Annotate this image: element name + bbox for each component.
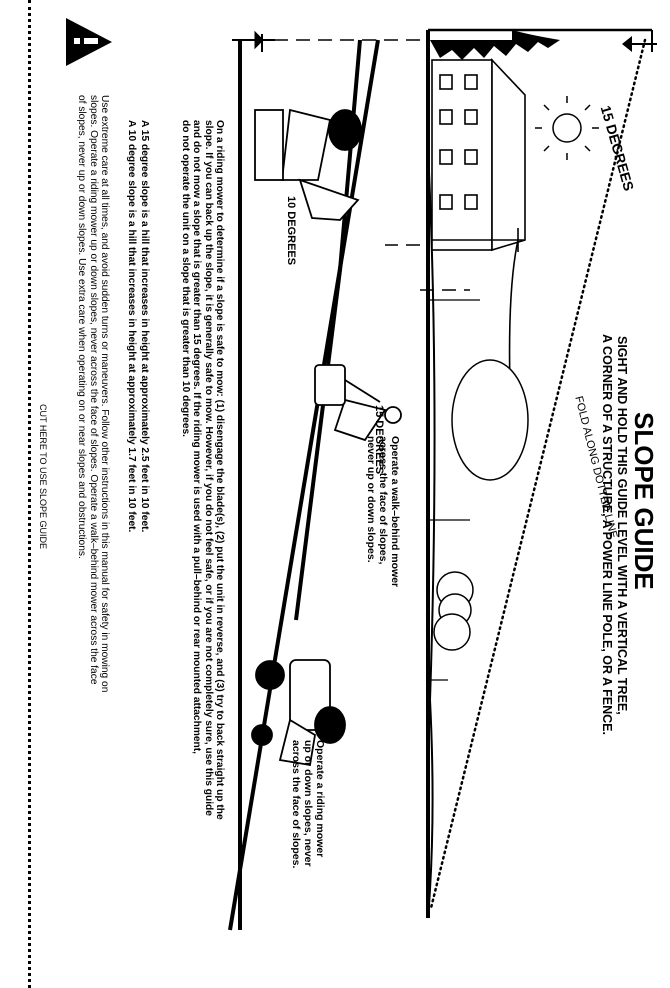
house-icon (431, 57, 526, 252)
tree-icon (433, 359, 529, 651)
warning-text: Use extreme care at all times, and avoid… (76, 95, 110, 693)
warning-icon (66, 18, 112, 66)
guide-wedge (426, 28, 657, 919)
walk-behind-mower-icon (314, 364, 402, 442)
slope-fact-10: A 10 degree slope is a hill that increas… (126, 120, 137, 533)
angle-arrow-icon (622, 36, 657, 52)
sun-icon (535, 96, 599, 160)
walk-behind-note: Operate a walk–behind mower across the f… (365, 436, 402, 588)
person-icon (254, 108, 362, 221)
body-paragraph: On a riding mower to determine if a slop… (179, 120, 225, 820)
instruction-line-1: SIGHT AND HOLD THIS GUIDE LEVEL WITH A V… (615, 336, 629, 715)
tree-icon (430, 30, 560, 60)
fence-icon (430, 299, 480, 681)
page-title: SLOPE GUIDE (629, 412, 659, 590)
riding-mower-icon (251, 659, 346, 767)
slope-fact-15: A 15 degree slope is a hill that increas… (139, 120, 150, 533)
cut-line (28, 0, 31, 988)
riding-mower-note: Operate a riding mower up or down slopes… (290, 740, 327, 869)
cut-label: CUT HERE TO USE SLOPE GUIDE (38, 404, 48, 550)
slope-label-10-degrees: 10 DEGREES (285, 196, 297, 266)
reference-lines (255, 39, 470, 291)
